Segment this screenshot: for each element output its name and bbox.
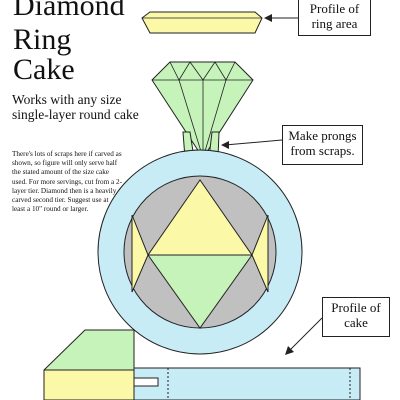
- ring-area-profile: [141, 11, 263, 34]
- inner-diamond: [131, 179, 269, 329]
- instruction-note: There's lots of scraps here if carved as…: [12, 150, 122, 214]
- title-line-2: Ring: [13, 23, 72, 56]
- callout-ring-area: Profile of ring area: [298, 0, 371, 36]
- callout-cake-profile: Profile of cake: [322, 297, 390, 337]
- title-line-3: Cake: [13, 53, 75, 86]
- callout-prongs: Make prongs from scraps.: [282, 125, 363, 165]
- title-line-1: Diamond: [13, 0, 125, 22]
- subtitle: Works with any size single-layer round c…: [12, 92, 139, 122]
- prongs-arrow: [224, 139, 283, 146]
- cake-profile: [43, 329, 361, 400]
- diamond-top: [151, 61, 254, 159]
- cake-profile-arrow: [287, 317, 323, 353]
